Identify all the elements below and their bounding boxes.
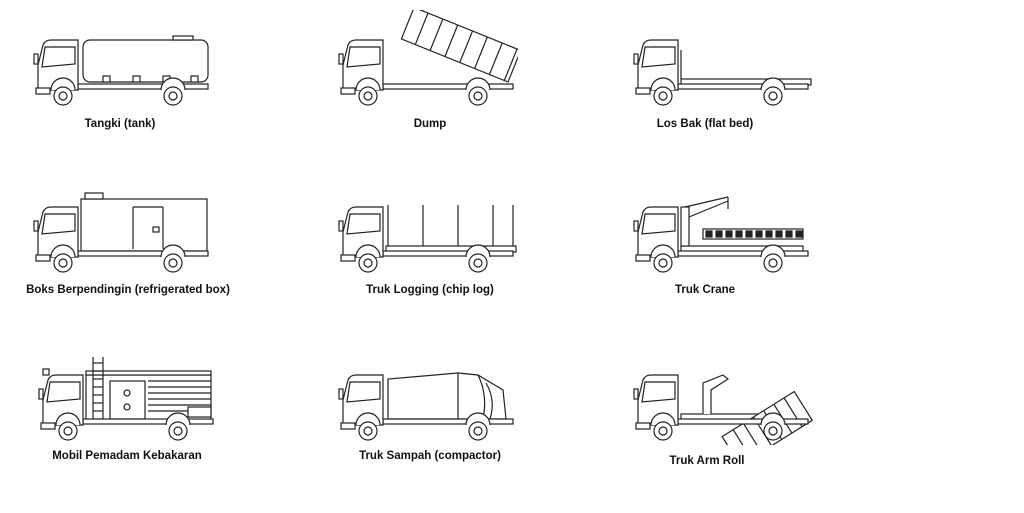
dump-truck-illustration [338, 10, 518, 106]
flatbed-truck-illustration [633, 39, 812, 106]
truck-label: Truk Logging (chip log) [366, 284, 494, 296]
truck-label: Mobil Pemadam Kebakaran [52, 450, 202, 462]
logging-truck-illustration [338, 205, 517, 273]
truck-label: Dump [413, 118, 447, 130]
refrigerated-truck-illustration [33, 192, 209, 273]
truck-label: Tangki (tank) [84, 118, 156, 130]
arm-roll-truck-illustration [633, 374, 813, 445]
truck-label: Boks Berpendingin (refrigerated box) [26, 284, 230, 296]
truck-label: Truk Sampah (compactor) [359, 450, 501, 462]
tank-truck-illustration [33, 35, 209, 106]
crane-truck-illustration [633, 196, 809, 273]
truck-label: Truk Crane [674, 284, 736, 296]
compactor-truck-illustration [338, 372, 514, 441]
truck-label: Los Bak (flat bed) [656, 118, 754, 130]
truck-label: Truk Arm Roll [669, 455, 745, 467]
fire-truck-illustration [38, 357, 214, 441]
